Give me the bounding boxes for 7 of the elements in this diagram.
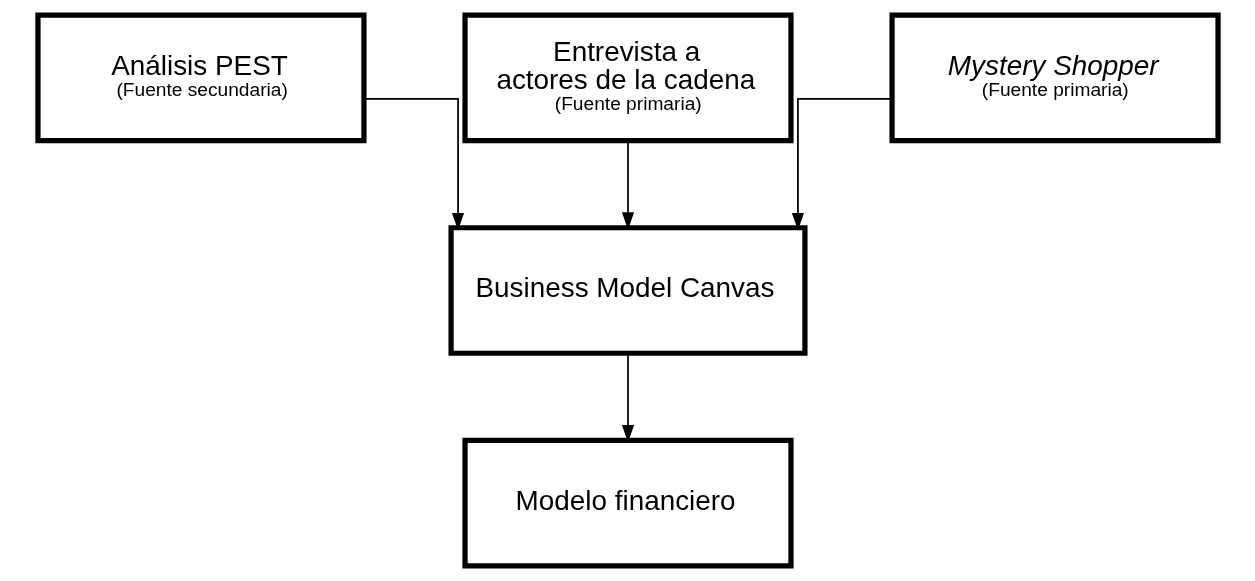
- arrow: [363, 97, 464, 231]
- node-box: Entrevista a actores de la cadena (Fuente primaria): [461, 12, 794, 144]
- node-box: Business Model Canvas: [447, 225, 808, 356]
- arrow: [791, 97, 892, 231]
- node-box: Modelo financiero: [461, 437, 794, 569]
- node-box: Mystery Shopper (Fuente primaria): [888, 12, 1221, 144]
- node-box: Análisis PEST (Fuente secundaria): [34, 12, 367, 144]
